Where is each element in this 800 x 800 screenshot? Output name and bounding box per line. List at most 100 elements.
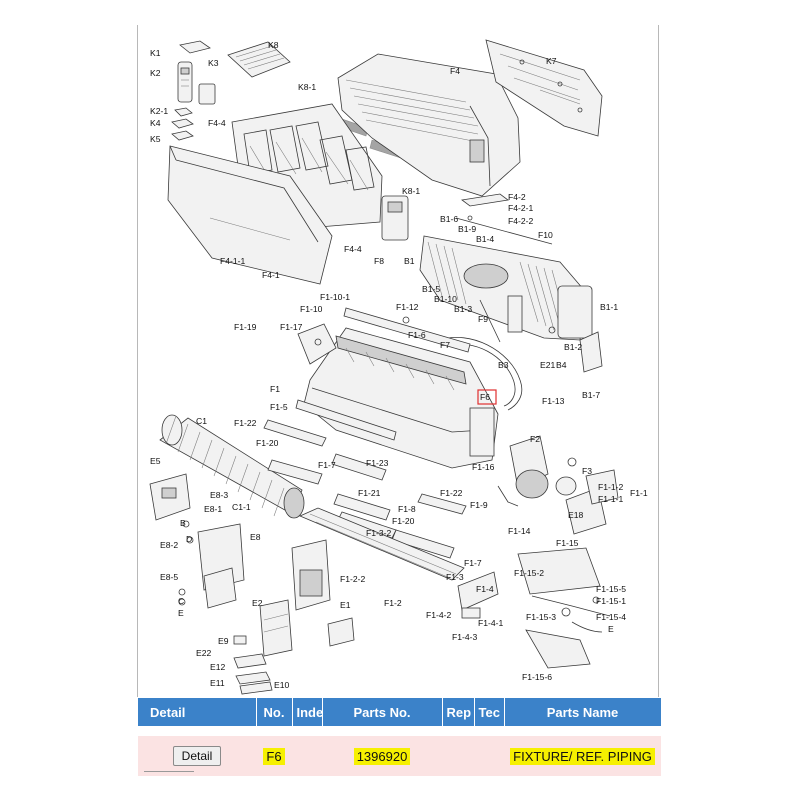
part-label-b1-9[interactable]: B1-9 [458,224,476,234]
part-label-k2[interactable]: K2 [150,68,161,78]
part-label-b1-6[interactable]: B1-6 [440,214,458,224]
part-label-e8-3[interactable]: E8-3 [210,490,228,500]
part-label-f4-2[interactable]: F4-2 [508,192,526,202]
part-label-b1-3[interactable]: B1-3 [454,304,472,314]
part-label-f1-7-b[interactable]: F1-7 [464,558,482,568]
part-label-f1-20[interactable]: F1-20 [256,438,279,448]
part-label-k3[interactable]: K3 [208,58,219,68]
part-label-f1-15-4[interactable]: F1-15-4 [596,612,626,622]
part-label-e12[interactable]: E12 [210,662,226,672]
part-label-b1-10[interactable]: B1-10 [434,294,457,304]
part-label-e1[interactable]: E1 [340,600,351,610]
part-label-e18[interactable]: E18 [568,510,584,520]
part-label-e22[interactable]: E22 [196,648,212,658]
part-label-f1-4-2[interactable]: F1-4-2 [426,610,452,620]
part-label-d[interactable]: D [186,534,192,544]
part-label-f1-2[interactable]: F1-2 [384,598,402,608]
part-label-f1-15[interactable]: F1-15 [556,538,579,548]
part-label-c[interactable]: C [178,596,184,606]
part-label-f1-4[interactable]: F1-4 [476,584,494,594]
part-label-e9[interactable]: E9 [218,636,229,646]
part-label-f3[interactable]: F3 [582,466,592,476]
part-label-f1-8[interactable]: F1-8 [398,504,416,514]
part-label-f1[interactable]: F1 [270,384,280,394]
part-label-f1-2-2[interactable]: F1-2-2 [340,574,366,584]
part-label-k8-1[interactable]: K8-1 [298,82,316,92]
part-label-f1-15-1[interactable]: F1-15-1 [596,596,626,606]
header-parts-no[interactable]: Parts No. [322,698,443,731]
part-label-k7[interactable]: K7 [546,56,557,66]
header-parts-name[interactable]: Parts Name [504,698,662,731]
part-label-f4-1-1[interactable]: F4-1-1 [220,256,246,266]
part-label-e21[interactable]: E21 [540,360,556,370]
part-label-f1-10-1[interactable]: F1-10-1 [320,292,350,302]
part-label-f1-9[interactable]: F1-9 [470,500,488,510]
part-label-f1-15-6[interactable]: F1-15-6 [522,672,552,682]
part-label-b1[interactable]: B1 [404,256,415,266]
part-label-f1-16[interactable]: F1-16 [472,462,495,472]
table-row[interactable]: Detail F6 1396920 FIXTURE/ REF. PIPING [138,726,661,776]
part-label-e10[interactable]: E10 [274,680,290,690]
part-label-f1-1-2[interactable]: F1-1-2 [598,482,624,492]
part-label-f1-21[interactable]: F1-21 [358,488,381,498]
part-label-k5[interactable]: K5 [150,134,161,144]
part-label-f1-7[interactable]: F1-7 [318,460,336,470]
part-label-e-b[interactable]: E [608,624,614,634]
part-label-e8[interactable]: E8 [250,532,261,542]
part-label-k8[interactable]: K8 [268,40,279,50]
part-label-f2[interactable]: F2 [530,434,540,444]
part-label-f1-23[interactable]: F1-23 [366,458,389,468]
part-label-e5[interactable]: E5 [150,456,161,466]
part-label-f1-17[interactable]: F1-17 [280,322,303,332]
part-label-f7[interactable]: F7 [440,340,450,350]
part-label-b1-5[interactable]: B1-5 [422,284,440,294]
part-label-f4-1[interactable]: F4-1 [262,270,280,280]
part-label-f1-3-2[interactable]: F1-3-2 [366,528,392,538]
part-label-k2-1[interactable]: K2-1 [150,106,168,116]
part-label-f1-4-3[interactable]: F1-4-3 [452,632,478,642]
header-rep[interactable]: Rep [442,698,475,731]
part-label-f1-10[interactable]: F1-10 [300,304,323,314]
part-label-f4-2-1[interactable]: F4-2-1 [508,203,534,213]
part-label-f1-3[interactable]: F1-3 [446,572,464,582]
selection-marker[interactable] [477,389,497,405]
part-label-f1-15-2[interactable]: F1-15-2 [514,568,544,578]
part-label-f4-2-2[interactable]: F4-2-2 [508,216,534,226]
part-label-f4-4-b[interactable]: F4-4 [344,244,362,254]
part-label-f1-22-b[interactable]: F1-22 [440,488,463,498]
part-label-f1-4-1[interactable]: F1-4-1 [478,618,504,628]
part-label-k4[interactable]: K4 [150,118,161,128]
part-label-e2[interactable]: E2 [252,598,263,608]
part-label-f1-15-3[interactable]: F1-15-3 [526,612,556,622]
part-label-f1-13[interactable]: F1-13 [542,396,565,406]
part-label-f1-22[interactable]: F1-22 [234,418,257,428]
part-label-b1-4[interactable]: B1-4 [476,234,494,244]
part-label-b1-1[interactable]: B1-1 [600,302,618,312]
part-label-f1-5[interactable]: F1-5 [270,402,288,412]
part-label-f1-1-1[interactable]: F1-1-1 [598,494,624,504]
part-label-f1-6[interactable]: F1-6 [408,330,426,340]
part-label-b[interactable]: B [180,518,186,528]
part-label-e11[interactable]: E11 [210,678,225,688]
part-label-f6[interactable]: F6 [480,392,490,402]
part-label-f8[interactable]: F8 [374,256,384,266]
detail-button[interactable]: Detail [172,746,222,766]
part-label-f1-19[interactable]: F1-19 [234,322,257,332]
part-label-b1-7[interactable]: B1-7 [582,390,600,400]
part-label-b4[interactable]: B4 [556,360,567,370]
part-label-f1-15-5[interactable]: F1-15-5 [596,584,626,594]
header-no[interactable]: No. [256,698,293,731]
part-label-f4-4[interactable]: F4-4 [208,118,226,128]
part-label-c1-1[interactable]: C1-1 [232,502,251,512]
part-label-e8-1[interactable]: E8-1 [204,504,222,514]
part-label-f10[interactable]: F10 [538,230,553,240]
header-detail[interactable]: Detail [138,698,257,731]
part-label-e8-2[interactable]: E8-2 [160,540,178,550]
part-label-f1-1[interactable]: F1-1 [630,488,648,498]
part-label-k8-1-b[interactable]: K8-1 [402,186,420,196]
header-tec[interactable]: Tec [474,698,505,731]
part-label-f1-12[interactable]: F1-12 [396,302,419,312]
part-label-f1-14[interactable]: F1-14 [508,526,531,536]
part-label-e[interactable]: E [178,608,184,618]
part-label-b1-2[interactable]: B1-2 [564,342,582,352]
